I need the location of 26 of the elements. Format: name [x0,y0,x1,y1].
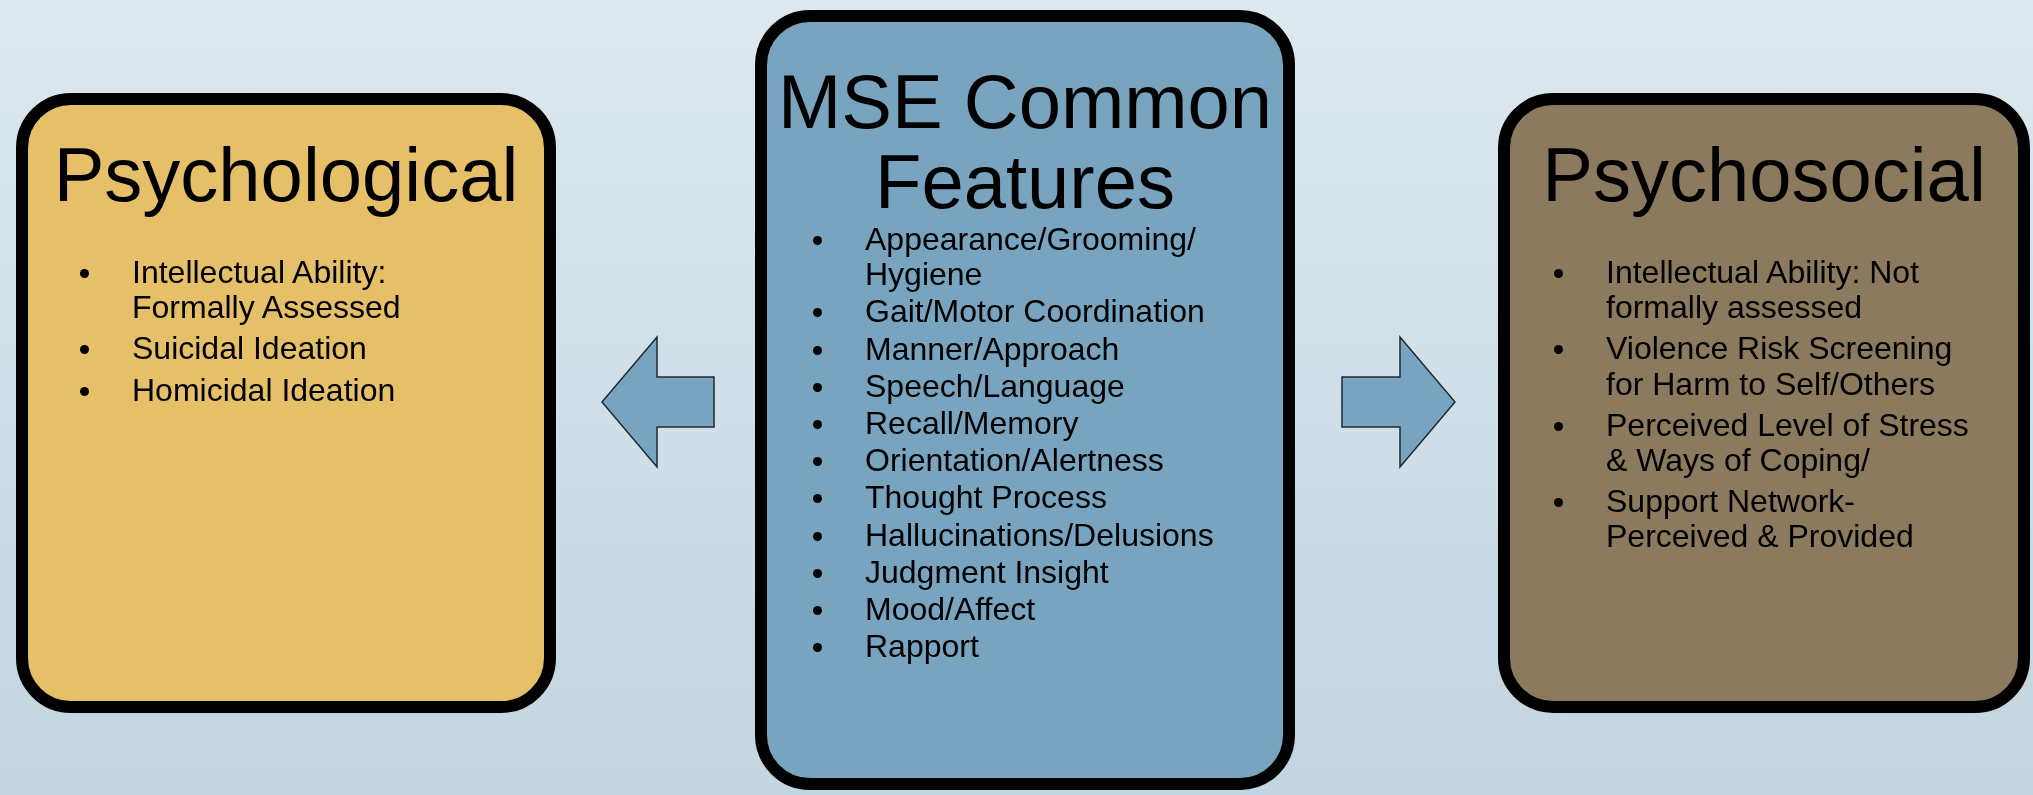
bullet-item: Suicidal Ideation [131,331,368,367]
bullet-item: Support Network- Perceived & Provided [1605,484,1915,555]
bullet-item: Manner/Approach [864,331,1121,367]
bullet-item: Violence Risk Screening for Harm to Self/Others [1605,331,1954,402]
bullet-item: Gait/Motor Coordination [864,294,1206,330]
bullet-item: Thought Process [864,480,1108,516]
bullet-item: Rapport [864,629,980,665]
bullet-item: Orientation/Alertness [864,443,1165,479]
bullet-item: Appearance/Grooming/ Hygiene [864,222,1197,293]
bullet-item: Mood/Affect [864,591,1037,628]
card-heading: MSE Common Features [776,62,1274,222]
bullet-item: Intellectual Ability: Not formally assessed [1605,255,1921,326]
bullet-item: Intellectual Ability: Formally Assessed [131,255,402,326]
side-card [1498,93,2030,713]
bullet-item: Recall/Memory [864,405,1080,442]
card-heading: Psychosocial [1541,135,1987,215]
bullet-item: Judgment Insight [864,554,1110,590]
bullet-item: Hallucinations/Delusions [864,517,1215,553]
block-arrow [1341,334,1456,470]
bullet-item: Homicidal Ideation [131,372,397,408]
bullet-item: Speech/Language [864,368,1126,404]
bullet-item: Perceived Level of Stress & Ways of Coping/ [1605,407,1970,479]
block-arrow [601,334,715,470]
center-card [755,10,1295,790]
card-heading: Psychological [52,135,520,215]
side-card [16,93,556,713]
